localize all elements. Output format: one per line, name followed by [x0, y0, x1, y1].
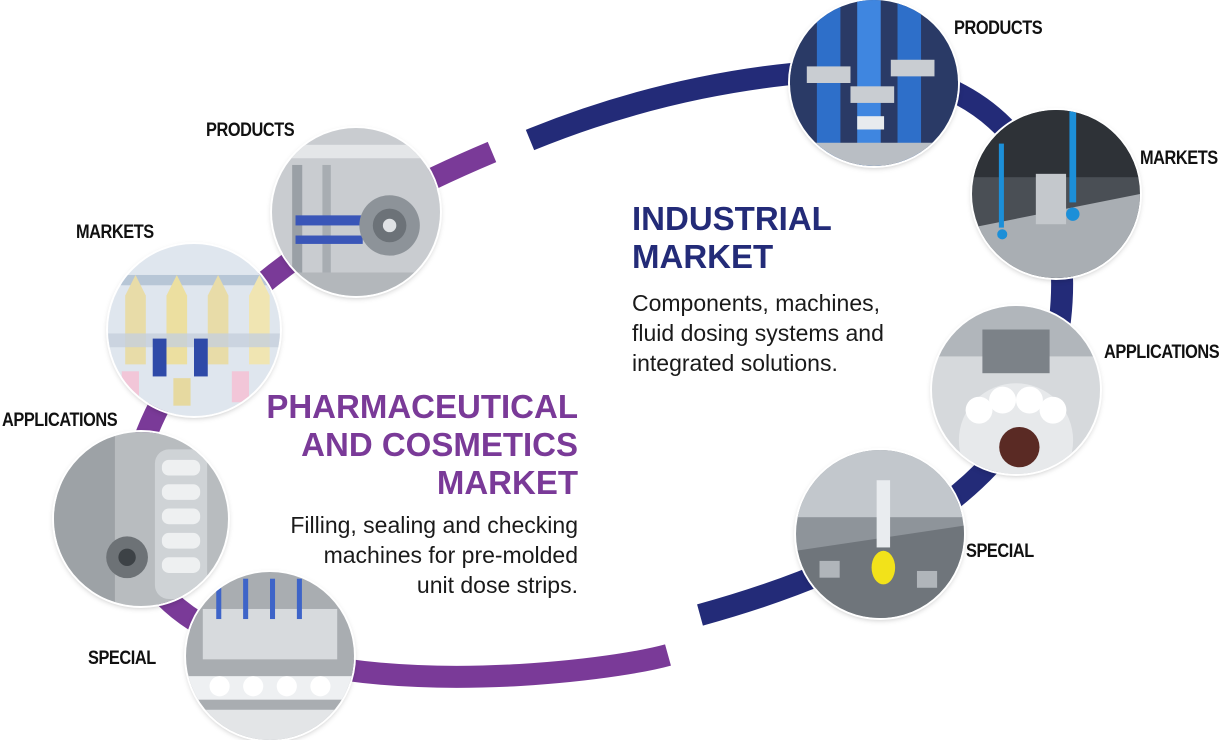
- industrial-special-label: SPECIAL: [966, 541, 1034, 562]
- industrial-special-photo: [796, 450, 964, 618]
- pharma-market-title: PHARMACEUTICAL AND COSMETICS MARKET: [266, 388, 578, 502]
- industrial-products-photo: [790, 0, 958, 166]
- pharma-markets-photo: [108, 244, 280, 416]
- industrial-title-line: MARKET: [632, 238, 774, 275]
- pharma-applications-photo: [54, 432, 228, 606]
- pharma-description-line: unit dose strips.: [416, 572, 578, 598]
- pharma-title-line: PHARMACEUTICAL: [266, 388, 578, 425]
- industrial-applications-photo: [932, 306, 1100, 474]
- pharma-market-description: Filling, sealing and checking machines f…: [290, 510, 578, 600]
- industrial-applications-label: APPLICATIONS: [1104, 342, 1220, 363]
- industrial-title-line: INDUSTRIAL: [632, 200, 832, 237]
- pharma-markets-label: MARKETS: [76, 222, 154, 243]
- industrial-description-line: Components, machines,: [632, 290, 881, 316]
- industrial-market-title: INDUSTRIAL MARKET: [632, 200, 832, 276]
- industrial-description-line: integrated solutions.: [632, 350, 838, 376]
- industrial-market-description: Components, machines, fluid dosing syste…: [632, 288, 884, 378]
- pharma-title-line: MARKET: [436, 464, 578, 501]
- pharma-products-label: PRODUCTS: [206, 120, 295, 141]
- industrial-products-label: PRODUCTS: [954, 18, 1043, 39]
- pharma-applications-label: APPLICATIONS: [2, 410, 118, 431]
- industrial-markets-photo: [972, 110, 1140, 278]
- pharma-description-line: machines for pre-molded: [323, 542, 578, 568]
- pharma-products-photo: [272, 128, 440, 296]
- industrial-markets-label: MARKETS: [1140, 148, 1218, 169]
- pharma-description-line: Filling, sealing and checking: [290, 512, 578, 538]
- pharma-title-line: AND COSMETICS: [301, 426, 578, 463]
- industrial-description-line: fluid dosing systems and: [632, 320, 884, 346]
- pharma-special-label: SPECIAL: [88, 648, 156, 669]
